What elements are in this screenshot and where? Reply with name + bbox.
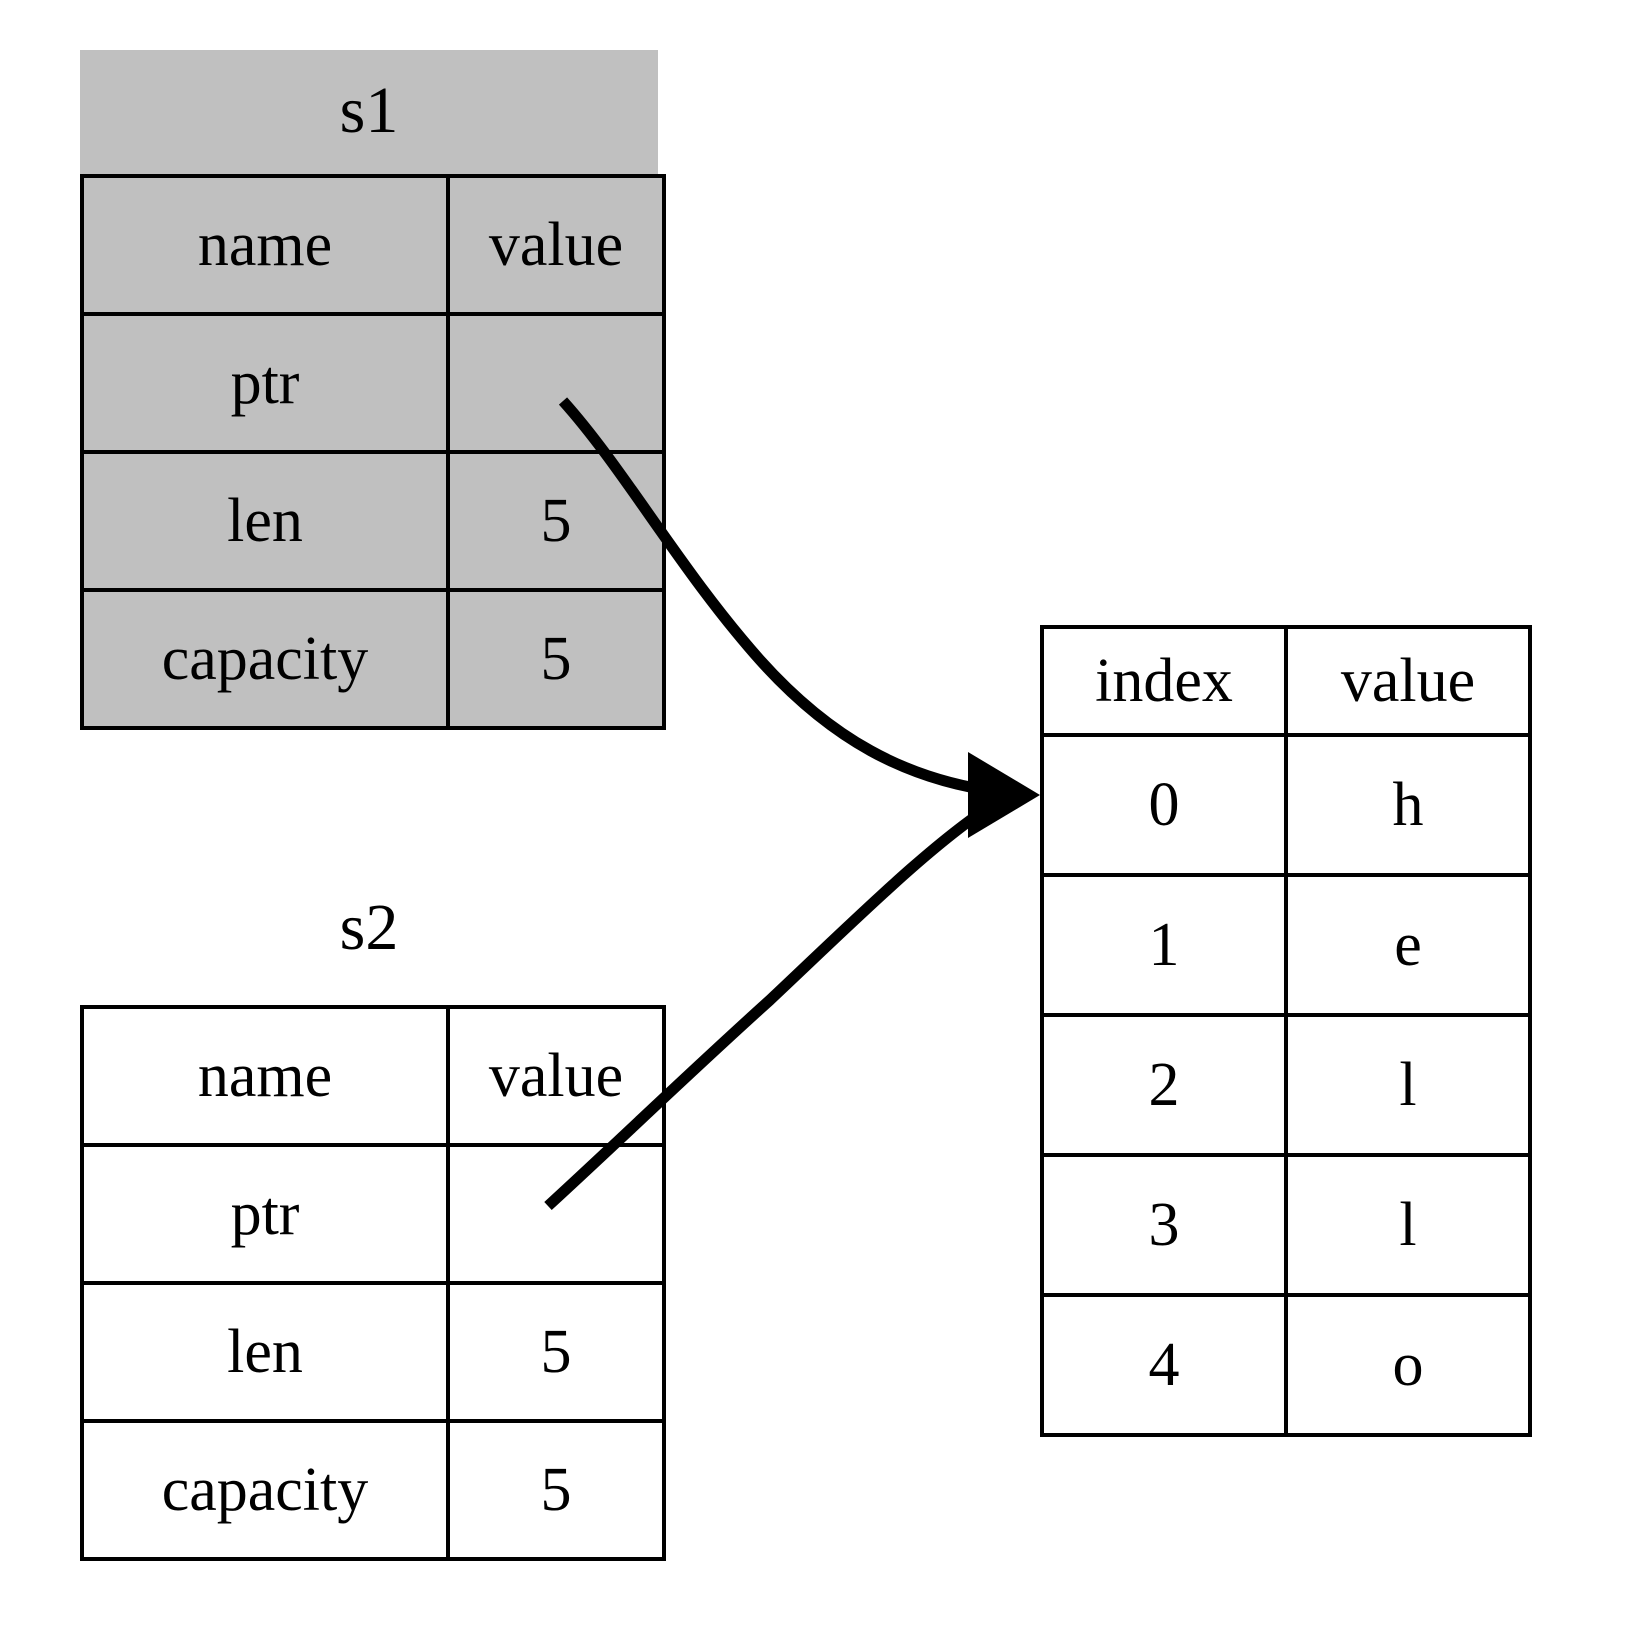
table-row: 1 e <box>1040 873 1532 1017</box>
s2-header-value: value <box>446 1005 666 1147</box>
heap-row-1-value: e <box>1284 873 1532 1017</box>
s1-header-name: name <box>80 174 450 316</box>
s1-row-ptr-name: ptr <box>80 312 450 454</box>
table-row: capacity 5 <box>80 588 666 730</box>
table-row: 0 h <box>1040 733 1532 877</box>
s1-header-value: value <box>446 174 666 316</box>
table-row: 2 l <box>1040 1013 1532 1157</box>
s1-row-capacity-name: capacity <box>80 588 450 730</box>
s1-row-len-name: len <box>80 450 450 592</box>
table-row: index value <box>1040 625 1532 737</box>
table-row: len 5 <box>80 1281 666 1423</box>
s1-row-capacity-value: 5 <box>446 588 666 730</box>
s1-row-len-value: 5 <box>446 450 666 592</box>
heap-buffer-table: index value 0 h 1 e 2 l 3 l 4 o <box>1040 625 1532 1437</box>
s2-row-ptr-value <box>446 1143 666 1285</box>
s2-row-capacity-value: 5 <box>446 1419 666 1561</box>
s1-struct-table: name value ptr len 5 capacity 5 <box>80 174 666 730</box>
heap-row-2-value: l <box>1284 1013 1532 1157</box>
heap-row-4-value: o <box>1284 1293 1532 1437</box>
s2-row-len-name: len <box>80 1281 450 1423</box>
s1-row-ptr-value <box>446 312 666 454</box>
s2-row-capacity-name: capacity <box>80 1419 450 1561</box>
table-row: name value <box>80 1005 666 1147</box>
s1-title: s1 <box>339 74 399 147</box>
s2-struct-table: name value ptr len 5 capacity 5 <box>80 1005 666 1561</box>
s2-title: s2 <box>339 891 399 964</box>
table-row: 3 l <box>1040 1153 1532 1297</box>
table-row: capacity 5 <box>80 1419 666 1561</box>
table-row: name value <box>80 174 666 316</box>
heap-row-4-index: 4 <box>1040 1293 1288 1437</box>
table-row: len 5 <box>80 450 666 592</box>
heap-header-value: value <box>1284 625 1532 737</box>
arrowhead-icon <box>968 752 1040 838</box>
heap-header-index: index <box>1040 625 1288 737</box>
s2-row-len-value: 5 <box>446 1281 666 1423</box>
heap-row-3-value: l <box>1284 1153 1532 1297</box>
table-row: ptr <box>80 1143 666 1285</box>
heap-row-3-index: 3 <box>1040 1153 1288 1297</box>
s2-header-name: name <box>80 1005 450 1147</box>
heap-row-0-value: h <box>1284 733 1532 877</box>
heap-row-1-index: 1 <box>1040 873 1288 1017</box>
table-row: ptr <box>80 312 666 454</box>
heap-row-0-index: 0 <box>1040 733 1288 877</box>
table-row: 4 o <box>1040 1293 1532 1437</box>
s2-row-ptr-name: ptr <box>80 1143 450 1285</box>
heap-row-2-index: 2 <box>1040 1013 1288 1157</box>
